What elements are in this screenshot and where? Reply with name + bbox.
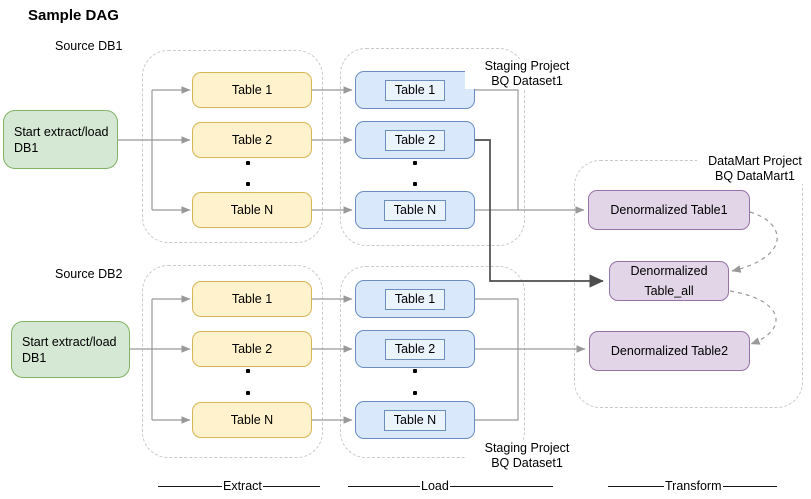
staging-bottom-line2: BQ Dataset1 (491, 456, 563, 470)
table-all-line2: Table_all (644, 284, 694, 298)
extract1-ellipsis-dot (246, 161, 250, 165)
load2-ellipsis-dot (413, 369, 417, 373)
stage-extract: Extract (158, 478, 320, 494)
page-title: Sample DAG (28, 7, 119, 24)
extract2-ellipsis-dot (246, 369, 250, 373)
extract1-table2-node[interactable]: Table 2 (192, 122, 312, 158)
datamart-line2: BQ DataMart1 (715, 169, 795, 183)
stage-transform-left-line (608, 485, 664, 487)
staging-project-label-bottom: Staging Project BQ Dataset1 (465, 441, 589, 471)
staging-project-label-top: Staging Project BQ Dataset1 (465, 59, 589, 89)
stage-extract-right-line (262, 485, 320, 487)
load2-ellipsis-dot (413, 391, 417, 395)
load1-table2-node[interactable]: Table 2 (355, 121, 475, 159)
load2-tableN-inner: Table N (383, 409, 447, 431)
stage-load-right-line (449, 485, 553, 487)
load2-table1-node[interactable]: Table 1 (355, 280, 475, 318)
stage-transform-right-line (722, 485, 777, 487)
stage-load-label: Load (421, 479, 449, 493)
start-db2-line1: Start extract/load (22, 334, 117, 349)
load1-ellipsis-dot (413, 182, 417, 186)
load2-table2-node[interactable]: Table 2 (355, 330, 475, 368)
transform-container[interactable] (574, 160, 803, 408)
stage-load: Load (348, 478, 553, 494)
load1-table1-node[interactable]: Table 1 (355, 71, 475, 109)
staging-bottom-line1: Staging Project (484, 441, 570, 455)
stage-extract-label: Extract (223, 479, 262, 493)
load1-table1-inner: Table 1 (384, 79, 446, 101)
load2-table2-inner: Table 2 (384, 338, 446, 360)
staging-top-line2: BQ Dataset1 (491, 74, 563, 88)
staging-top-line1: Staging Project (484, 59, 570, 73)
stage-extract-left-line (158, 485, 222, 487)
datamart-project-label: DataMart Project BQ DataMart1 (697, 154, 811, 184)
start-db2-line2: DB1 (22, 350, 47, 365)
extract1-ellipsis-dot (246, 182, 250, 186)
denormalized-table2-node[interactable]: Denormalized Table2 (589, 331, 750, 371)
datamart-line1: DataMart Project (708, 154, 802, 168)
start-db1-line2: DB1 (14, 140, 39, 155)
stage-load-left-line (348, 485, 420, 487)
denormalized-table1-node[interactable]: Denormalized Table1 (588, 190, 750, 230)
stage-transform: Transform (608, 478, 777, 494)
load2-table1-inner: Table 1 (384, 288, 446, 310)
load1-tableN-node[interactable]: Table N (355, 191, 475, 229)
extract2-ellipsis-dot (246, 391, 250, 395)
source-db1-label: Source DB1 (55, 39, 123, 53)
load1-ellipsis-dot (413, 161, 417, 165)
load-group2-container[interactable] (340, 266, 525, 458)
source-db2-label: Source DB2 (55, 267, 123, 281)
start-extract-load-db1-node[interactable]: Start extract/load DB1 (3, 110, 118, 169)
load2-tableN-node[interactable]: Table N (355, 401, 475, 439)
extract2-table2-node[interactable]: Table 2 (192, 331, 312, 367)
extract2-tableN-node[interactable]: Table N (192, 402, 312, 438)
start-db1-line1: Start extract/load (14, 124, 109, 139)
load1-tableN-inner: Table N (383, 199, 447, 221)
extract2-table1-node[interactable]: Table 1 (192, 281, 312, 317)
denormalized-table-all-node[interactable]: Denormalized Table_all (609, 261, 729, 301)
extract1-tableN-node[interactable]: Table N (192, 192, 312, 228)
start-extract-load-db2-node[interactable]: Start extract/load DB1 (11, 321, 130, 378)
extract1-table1-node[interactable]: Table 1 (192, 72, 312, 108)
stage-transform-label: Transform (665, 479, 722, 493)
load1-table2-inner: Table 2 (384, 129, 446, 151)
table-all-line1: Denormalized (630, 264, 708, 278)
